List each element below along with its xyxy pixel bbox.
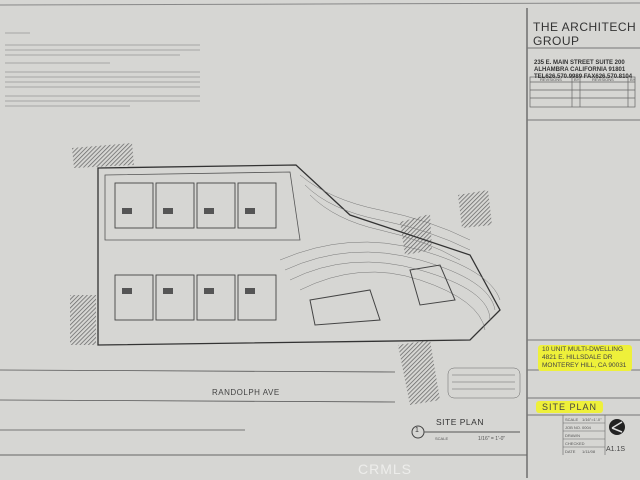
fire-notes: [447, 367, 521, 399]
lot-outline: [97, 164, 501, 346]
address-line: 235 E. MAIN STREET SUITE 200: [534, 60, 625, 66]
drawn-label: DRAWN: [565, 433, 580, 438]
sheet-border-top: [0, 2, 640, 6]
street-name: RANDOLPH AVE: [212, 388, 280, 397]
job-label: JOB NO.: [565, 425, 582, 430]
street-lines: [0, 369, 396, 431]
revision-header: REVISIONS: [592, 77, 614, 82]
job-value: 0004: [582, 425, 591, 430]
date-label: DATE: [565, 449, 576, 454]
address-line: TEL626.570.9989 FAX626.570.8104: [534, 74, 633, 80]
watermark: CRMLS: [358, 461, 413, 477]
project-line: 10 UNIT MULTI-DWELLING: [542, 346, 624, 353]
firm-address: 235 E. MAIN STREET SUITE 200 ALHAMBRA CA…: [534, 60, 634, 81]
firm-name: THE ARCHITECH GROUP: [533, 20, 637, 48]
revision-header: REVISIONS: [540, 77, 562, 82]
building-units-top: [114, 182, 277, 229]
revision-header: BY: [630, 77, 636, 82]
building-units-bottom: [114, 274, 277, 321]
info-table: [562, 415, 606, 455]
checked-label: CHECKED: [565, 441, 585, 446]
driveway-building: [309, 289, 381, 326]
view-scale: 1/16" = 1'-0": [478, 436, 506, 442]
project-line: MONTEREY HILL, CA 90031: [542, 362, 627, 369]
hatched-areas: [70, 143, 492, 405]
sheet-number: A1.1S: [606, 446, 626, 453]
project-info: 10 UNIT MULTI-DWELLING 4821 E. HILLSDALE…: [538, 345, 632, 371]
revision-header: BY: [574, 77, 580, 82]
firm-logo: [609, 419, 625, 435]
project-line: 4821 E. HILLSDALE DR: [542, 354, 613, 361]
contour-lines: [279, 174, 501, 331]
address-line: ALHAMBRA CALIFORNIA 91801: [534, 67, 626, 73]
view-scale-label: SCALE: [435, 436, 449, 441]
view-title: SITE PLAN: [436, 417, 484, 427]
date-value: 1/11/08: [582, 449, 596, 454]
scale-value: 1/16"=1'-0": [582, 417, 602, 422]
view-number: 1: [415, 427, 419, 434]
sheet-title: SITE PLAN: [536, 401, 604, 413]
general-notes: [5, 32, 200, 107]
revision-table: [529, 76, 636, 108]
scale-label: SCALE: [565, 417, 579, 422]
